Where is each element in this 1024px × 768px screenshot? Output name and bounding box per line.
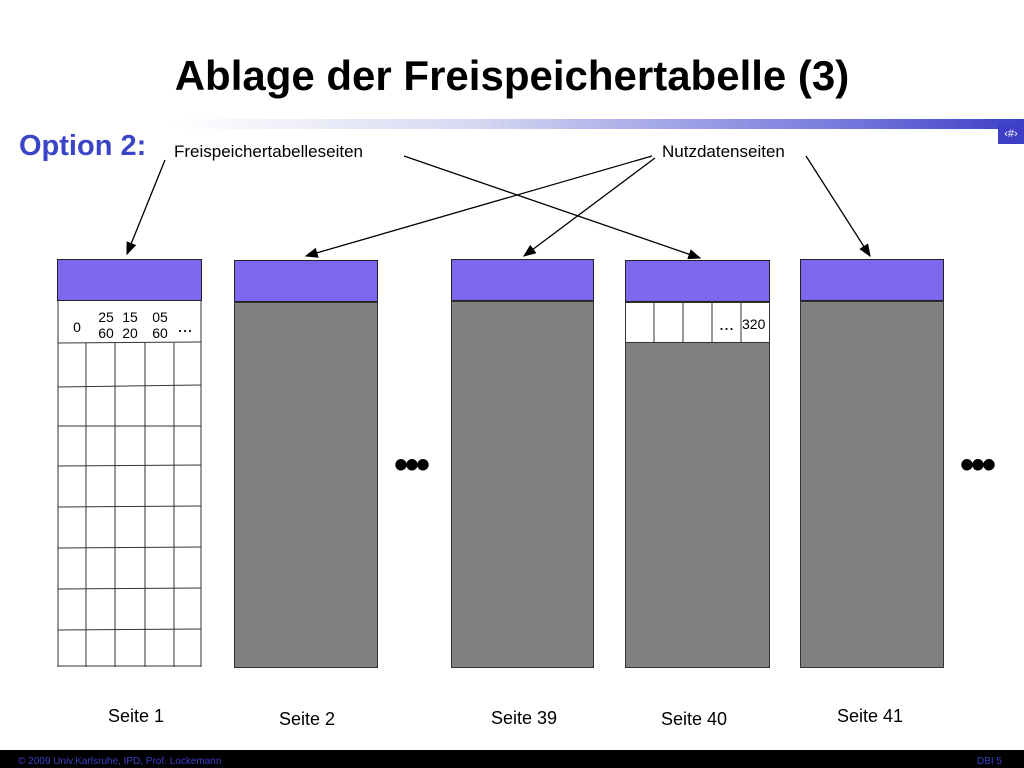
page-label-seite-1: Seite 1 (108, 706, 165, 726)
table-cell-3: 05 60 (152, 309, 168, 341)
caption-nutzdatenseiten: Nutzdatenseiten (662, 142, 785, 161)
page-label-seite-40: Seite 40 (661, 709, 728, 729)
page-40-last-value: 320 (742, 316, 766, 332)
page-header-seite-1 (57, 259, 202, 301)
footer-copyright: © 2009 Univ.Karlsruhe, IPD, Prof. Lockem… (18, 756, 222, 767)
footer-bar (0, 750, 1024, 768)
ellipsis-after-pages: ••• (960, 443, 996, 487)
caption-freispeichertabelleseiten: Freispeichertabelleseiten (174, 142, 363, 161)
page-body-seite-40 (625, 342, 770, 668)
page-body-seite-41 (800, 301, 944, 668)
arrow-to-seite-1 (126, 159, 166, 256)
page-label-seite-2: Seite 2 (279, 709, 336, 729)
free-space-table-grid (57, 301, 202, 667)
option-label: Option 2: (19, 130, 147, 162)
slide-title: Ablage der Freispeichertabelle (3) (174, 52, 850, 99)
page-40-ellipsis: ... (719, 314, 735, 334)
page-body-seite-39 (451, 301, 594, 668)
arrow-to-seite-41 (805, 155, 871, 258)
ellipsis-between-pages-1: ••• (394, 443, 430, 487)
arrow-to-seite-2 (304, 155, 653, 258)
page-header-seite-41 (800, 259, 944, 301)
page-label-seite-39: Seite 39 (491, 708, 558, 728)
page-body-seite-2 (234, 302, 378, 668)
table-cell-0: 0 (73, 319, 81, 335)
table-cell-1: 25 60 (98, 309, 114, 341)
table-cell-ellipsis: ... (177, 316, 193, 336)
arrow-to-seite-39 (522, 157, 656, 257)
page-label-seite-41: Seite 41 (837, 706, 904, 726)
slide-number-box: ‹#› (998, 124, 1024, 144)
free-space-table (57, 301, 202, 667)
footer-slide-id: DBI 5 (976, 756, 1002, 767)
page-header-seite-40 (625, 260, 770, 302)
title-gradient-bar (170, 119, 1024, 129)
page-header-seite-39 (451, 259, 594, 301)
page-header-seite-2 (234, 260, 378, 302)
table-cell-2: 15 20 (122, 309, 138, 341)
arrow-to-seite-40 (403, 155, 702, 260)
